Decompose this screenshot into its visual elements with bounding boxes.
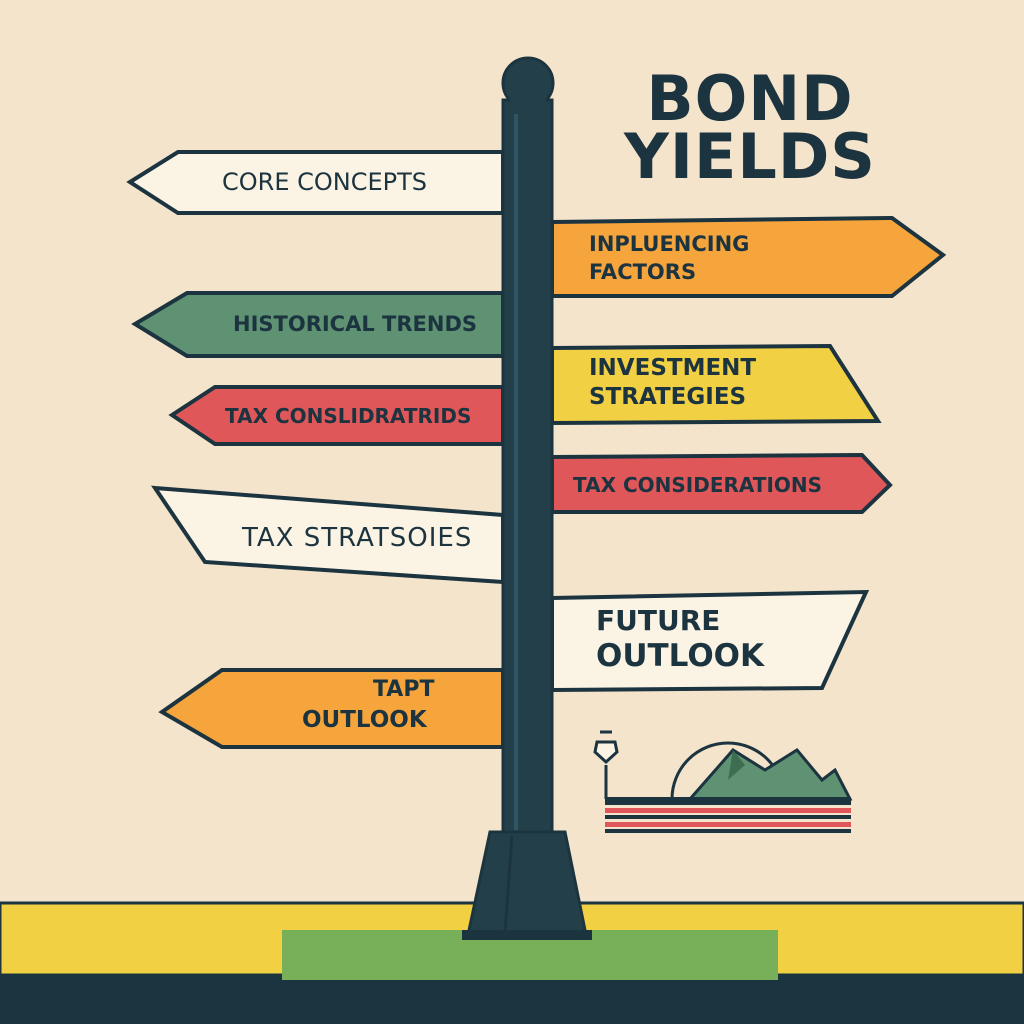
- ground-dark-band: [0, 975, 1024, 1024]
- sign-tax-considerations-label: TAX CONSIDERATIONS: [573, 473, 823, 497]
- title-line-2: YIELDS: [624, 120, 876, 193]
- signpost-pole: [462, 56, 592, 940]
- sign-historical-trends-label: HISTORICAL TRENDS: [233, 312, 478, 336]
- sign-influencing-factors-board: [550, 215, 947, 298]
- title-line-1: BOND: [646, 62, 854, 135]
- sign-future-label-1: FUTURE: [596, 604, 721, 637]
- sign-tapt-label-2: OUTLOOK: [302, 707, 427, 733]
- sign-tax-left-label: TAX CONSLIDRATRIDS: [225, 404, 472, 428]
- sign-influencing-label-2: FACTORS: [589, 260, 697, 284]
- mountain-landscape-icon: [593, 730, 853, 833]
- sign-investment-label-2: STRATEGIES: [589, 384, 747, 410]
- sign-core-concepts-label: CORE CONCEPTS: [222, 168, 428, 196]
- sign-investment-label-1: INVESTMENT: [589, 355, 757, 381]
- sign-tapt-label-1: TAPT: [373, 677, 435, 702]
- sign-tax-strategies-label: TAX STRATSOIES: [242, 523, 473, 553]
- sign-influencing-label-1: INPLUENCING: [589, 232, 750, 256]
- sign-future-label-2: OUTLOOK: [596, 638, 765, 674]
- page-title: BOND YIELDS: [600, 62, 900, 193]
